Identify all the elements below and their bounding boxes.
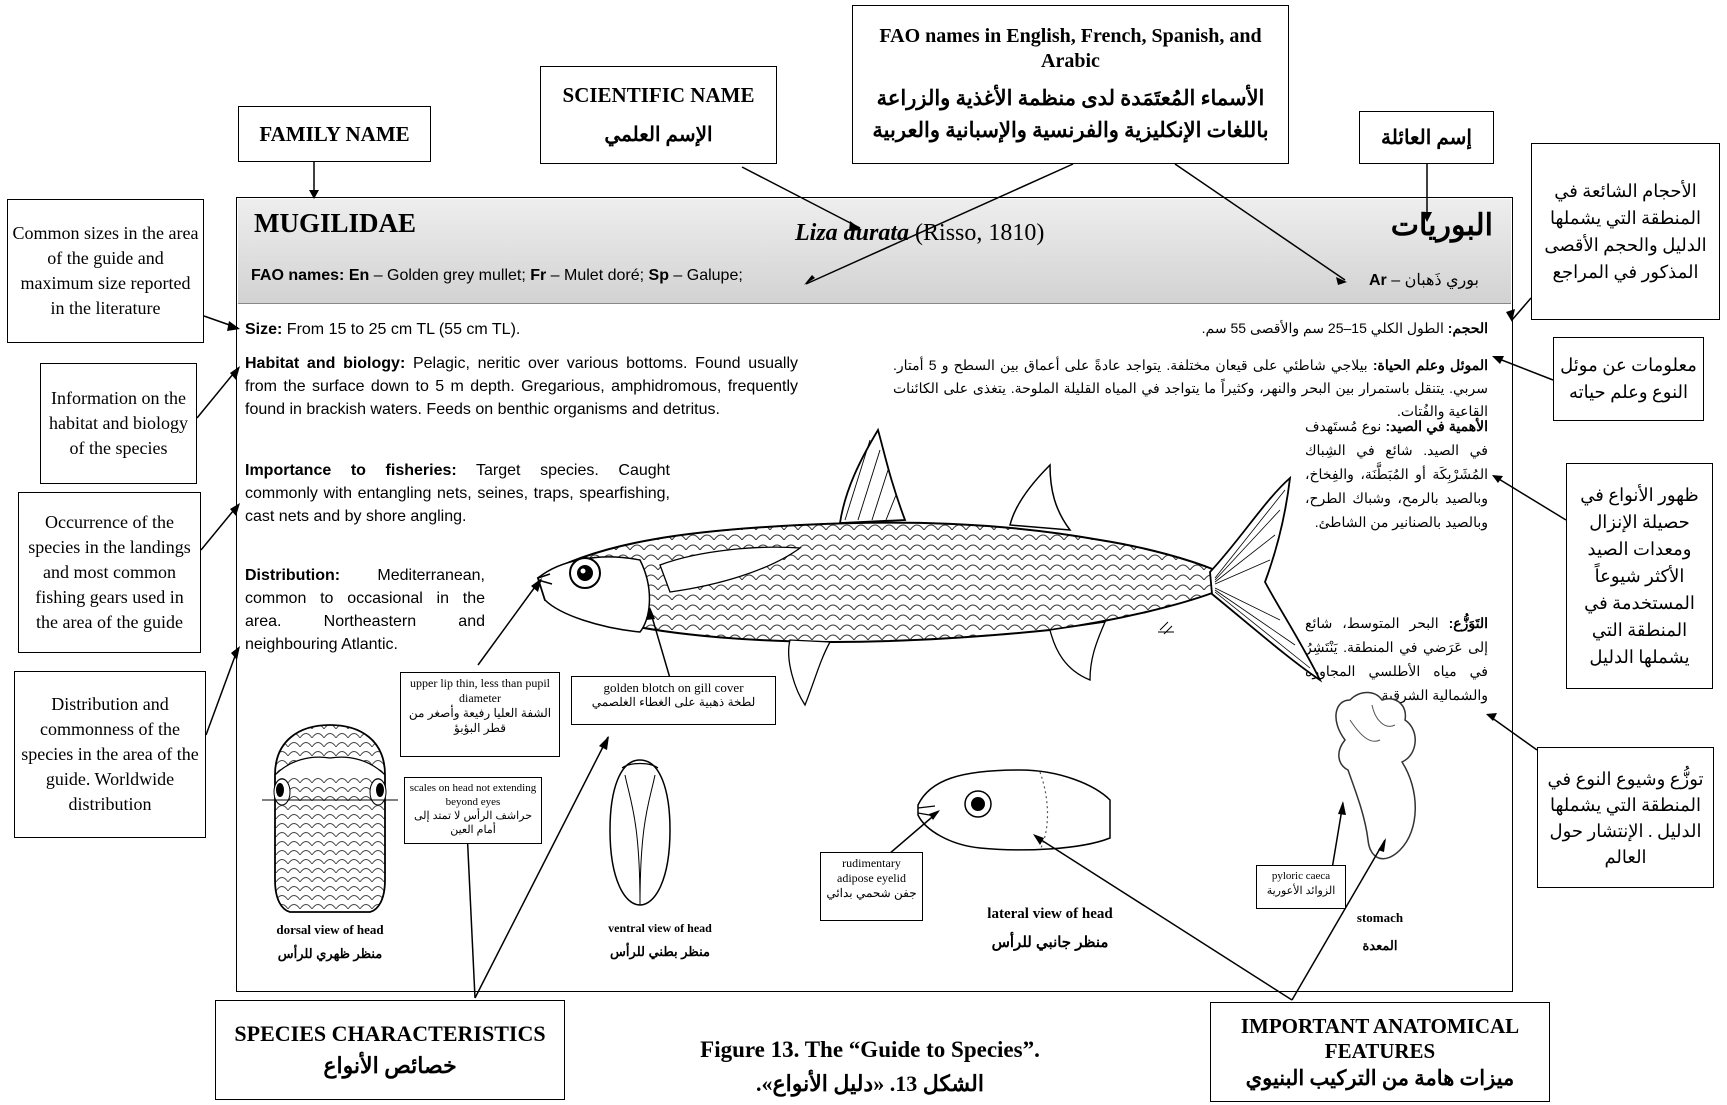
dorsal-head-drawing [262,725,398,912]
figure-caption-en: Figure 13. The “Guide to Species”. [620,1037,1120,1063]
adipose-eyelid-label: rudimentary adipose eyelid جفن شحمي بدائ… [820,852,923,921]
lateral-view-caption: lateral view of head منظر جانبي للرأس [960,906,1140,951]
dorsal-view-caption: dorsal view of head منظر ظهري للرأس [250,922,410,962]
upper-lip-label-ar: الشفة العليا رفيعة وأصغر من قطر البؤبؤ [404,706,556,736]
fish-body [538,430,1320,705]
stomach-drawing [1336,693,1415,859]
dorsal-view-en: dorsal view of head [250,922,410,938]
dorsal-view-ar: منظر ظهري للرأس [250,946,410,962]
species-characteristics-en: SPECIES CHARACTERISTICS [234,1021,545,1047]
anatomical-features-callout: IMPORTANT ANATOMICAL FEATURES ميزات هامة… [1210,1002,1550,1102]
gill-blotch-label-en: golden blotch on gill cover [575,680,772,695]
stomach-ar: المعدة [1340,938,1420,954]
pyloric-caeca-label-en: pyloric caeca [1260,869,1342,884]
adipose-eyelid-label-en: rudimentary adipose eyelid [824,856,919,886]
head-scales-label: scales on head not extending beyond eyes… [404,777,542,844]
ventral-view-ar: منظر بطني للرأس [585,944,735,960]
upper-lip-label: upper lip thin, less than pupil diameter… [400,672,560,757]
gill-blotch-label-ar: لطخة ذهبية على الغطاء الغلصمي [575,695,772,710]
anatomical-features-en: IMPORTANT ANATOMICAL FEATURES [1211,1014,1549,1064]
species-characteristics-ar: خصائص الأنواع [323,1053,456,1079]
stomach-en: stomach [1340,910,1420,926]
stomach-caption: stomach المعدة [1340,910,1420,954]
ventral-head-drawing [610,760,670,905]
upper-lip-label-en: upper lip thin, less than pupil diameter [404,676,556,706]
pyloric-caeca-label: pyloric caeca الزوائد الأعورية [1256,865,1346,909]
ventral-view-caption: ventral view of head منظر بطني للرأس [585,921,735,960]
pyloric-caeca-label-ar: الزوائد الأعورية [1260,884,1342,899]
figure-caption: Figure 13. The “Guide to Species”. الشكل… [620,1037,1120,1097]
head-scales-label-ar: حراشف الرأس لا تمتد إلى أمام العين [408,809,538,837]
lateral-view-en: lateral view of head [960,906,1140,923]
gill-blotch-label: golden blotch on gill cover لطخة ذهبية ع… [571,676,776,725]
lateral-view-ar: منظر جانبي للرأس [960,933,1140,951]
head-scales-label-en: scales on head not extending beyond eyes [408,781,538,809]
species-characteristics-callout: SPECIES CHARACTERISTICS خصائص الأنواع [215,1000,565,1100]
figure-caption-ar: الشكل 13. «دليل الأنواع». [620,1071,1120,1097]
anatomical-features-ar: ميزات هامة من التركيب البنيوي [1246,1066,1515,1091]
ventral-view-en: ventral view of head [585,921,735,936]
adipose-eyelid-label-ar: جفن شحمي بدائي [824,886,919,901]
lateral-head-drawing [918,770,1110,850]
